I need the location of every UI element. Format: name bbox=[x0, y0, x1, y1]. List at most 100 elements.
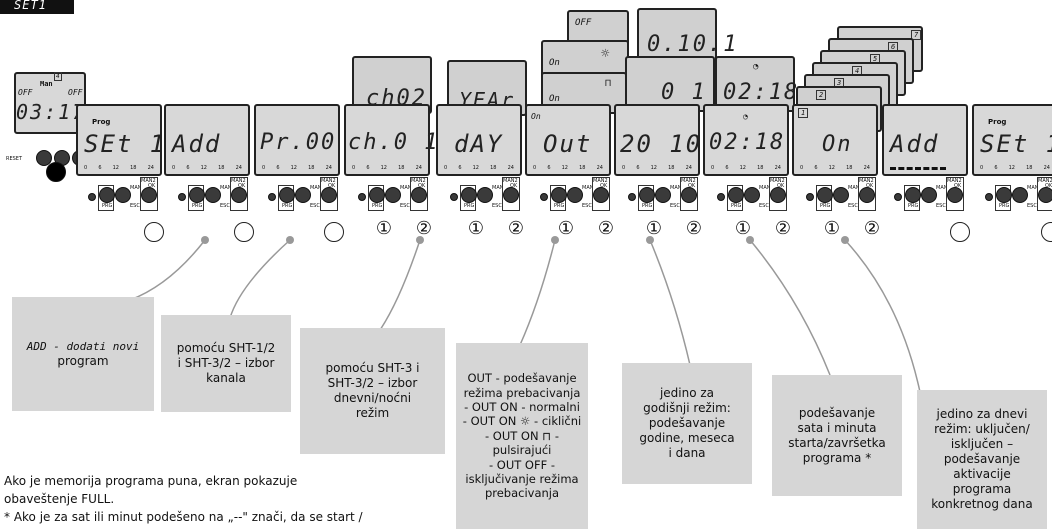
prg-button[interactable] bbox=[996, 187, 1012, 203]
esc-label: ESC bbox=[310, 203, 320, 209]
led-indicator bbox=[540, 193, 548, 201]
ok-button[interactable] bbox=[321, 187, 337, 203]
man-label: MAN bbox=[400, 185, 412, 191]
ok-button-frame bbox=[410, 177, 428, 211]
ok-button[interactable] bbox=[859, 187, 875, 203]
ok-button[interactable] bbox=[1038, 187, 1052, 203]
ok-label: OK bbox=[1045, 183, 1052, 189]
manz-label: MAN2 bbox=[593, 178, 608, 184]
manz-label: MAN2 bbox=[411, 178, 426, 184]
esc-label: ESC bbox=[220, 203, 230, 209]
manz-label: MAN2 bbox=[947, 178, 962, 184]
man-button[interactable] bbox=[295, 187, 311, 203]
man-label: MAN bbox=[130, 185, 142, 191]
ok-button[interactable] bbox=[681, 187, 697, 203]
led-indicator bbox=[358, 193, 366, 201]
ok-button[interactable] bbox=[231, 187, 247, 203]
prg-label: PRG bbox=[192, 203, 203, 209]
man-label: MAN bbox=[670, 185, 682, 191]
prg-button[interactable] bbox=[99, 187, 115, 203]
ok-button[interactable] bbox=[593, 187, 609, 203]
ok-button[interactable] bbox=[141, 187, 157, 203]
prg-button[interactable] bbox=[817, 187, 833, 203]
section-tag: SET1 bbox=[0, 0, 74, 14]
esc-label: ESC bbox=[759, 203, 769, 209]
step-circle bbox=[234, 222, 254, 242]
step-marker-one: ① bbox=[823, 218, 841, 239]
prg-label: PRG bbox=[464, 203, 475, 209]
ok-label: OK bbox=[866, 183, 874, 189]
ok-label: OK bbox=[600, 183, 608, 189]
esc-label: ESC bbox=[130, 203, 140, 209]
man-button[interactable] bbox=[567, 187, 583, 203]
manz-label: MAN2 bbox=[859, 178, 874, 184]
ok-label: OK bbox=[688, 183, 696, 189]
prg-button[interactable] bbox=[461, 187, 477, 203]
step-marker-two: ② bbox=[415, 218, 433, 239]
led-indicator bbox=[985, 193, 993, 201]
prg-label: PRG bbox=[282, 203, 293, 209]
man-button[interactable] bbox=[115, 187, 131, 203]
step-marker-two: ② bbox=[507, 218, 525, 239]
ok-button-frame bbox=[502, 177, 520, 211]
ok-button-frame bbox=[858, 177, 876, 211]
note-memory: Ako je memorija programa puna, ekran pok… bbox=[4, 474, 298, 488]
prg-button[interactable] bbox=[728, 187, 744, 203]
prg-button[interactable] bbox=[905, 187, 921, 203]
ok-button[interactable] bbox=[411, 187, 427, 203]
ok-label: OK bbox=[238, 183, 246, 189]
man-label: MAN bbox=[220, 185, 232, 191]
man-label: MAN bbox=[310, 185, 322, 191]
ok-label: OK bbox=[510, 183, 518, 189]
man-button[interactable] bbox=[477, 187, 493, 203]
man-button[interactable] bbox=[921, 187, 937, 203]
esc-label: ESC bbox=[670, 203, 680, 209]
ok-button-frame bbox=[946, 177, 964, 211]
man-label: MAN bbox=[848, 185, 860, 191]
prg-label: PRG bbox=[999, 203, 1010, 209]
step-marker-one: ① bbox=[645, 218, 663, 239]
prg-button[interactable] bbox=[369, 187, 385, 203]
prg-button[interactable] bbox=[279, 187, 295, 203]
man-button[interactable] bbox=[205, 187, 221, 203]
man-label: MAN bbox=[492, 185, 504, 191]
man-button[interactable] bbox=[1012, 187, 1028, 203]
lcd-initial: OFF Man OFF 4 03:17 bbox=[14, 72, 86, 134]
prg-button[interactable] bbox=[189, 187, 205, 203]
led-indicator bbox=[268, 193, 276, 201]
led-indicator bbox=[806, 193, 814, 201]
man-button[interactable] bbox=[385, 187, 401, 203]
prg-label: PRG bbox=[372, 203, 383, 209]
ok-button[interactable] bbox=[503, 187, 519, 203]
prg-button[interactable] bbox=[551, 187, 567, 203]
man-label: MAN bbox=[936, 185, 948, 191]
man-button[interactable] bbox=[833, 187, 849, 203]
reset-button[interactable] bbox=[36, 150, 52, 166]
man-label: MAN bbox=[759, 185, 771, 191]
man-button[interactable] bbox=[744, 187, 760, 203]
step-circle bbox=[950, 222, 970, 242]
ok-label: OK bbox=[954, 183, 962, 189]
man-label: MAN bbox=[1027, 185, 1039, 191]
ok-button[interactable] bbox=[770, 187, 786, 203]
step-marker-one: ① bbox=[734, 218, 752, 239]
ok-label: OK bbox=[777, 183, 785, 189]
prg-button[interactable] bbox=[639, 187, 655, 203]
ok-button[interactable] bbox=[947, 187, 963, 203]
step-marker-two: ② bbox=[685, 218, 703, 239]
man-button[interactable] bbox=[655, 187, 671, 203]
step-marker-two: ② bbox=[863, 218, 881, 239]
